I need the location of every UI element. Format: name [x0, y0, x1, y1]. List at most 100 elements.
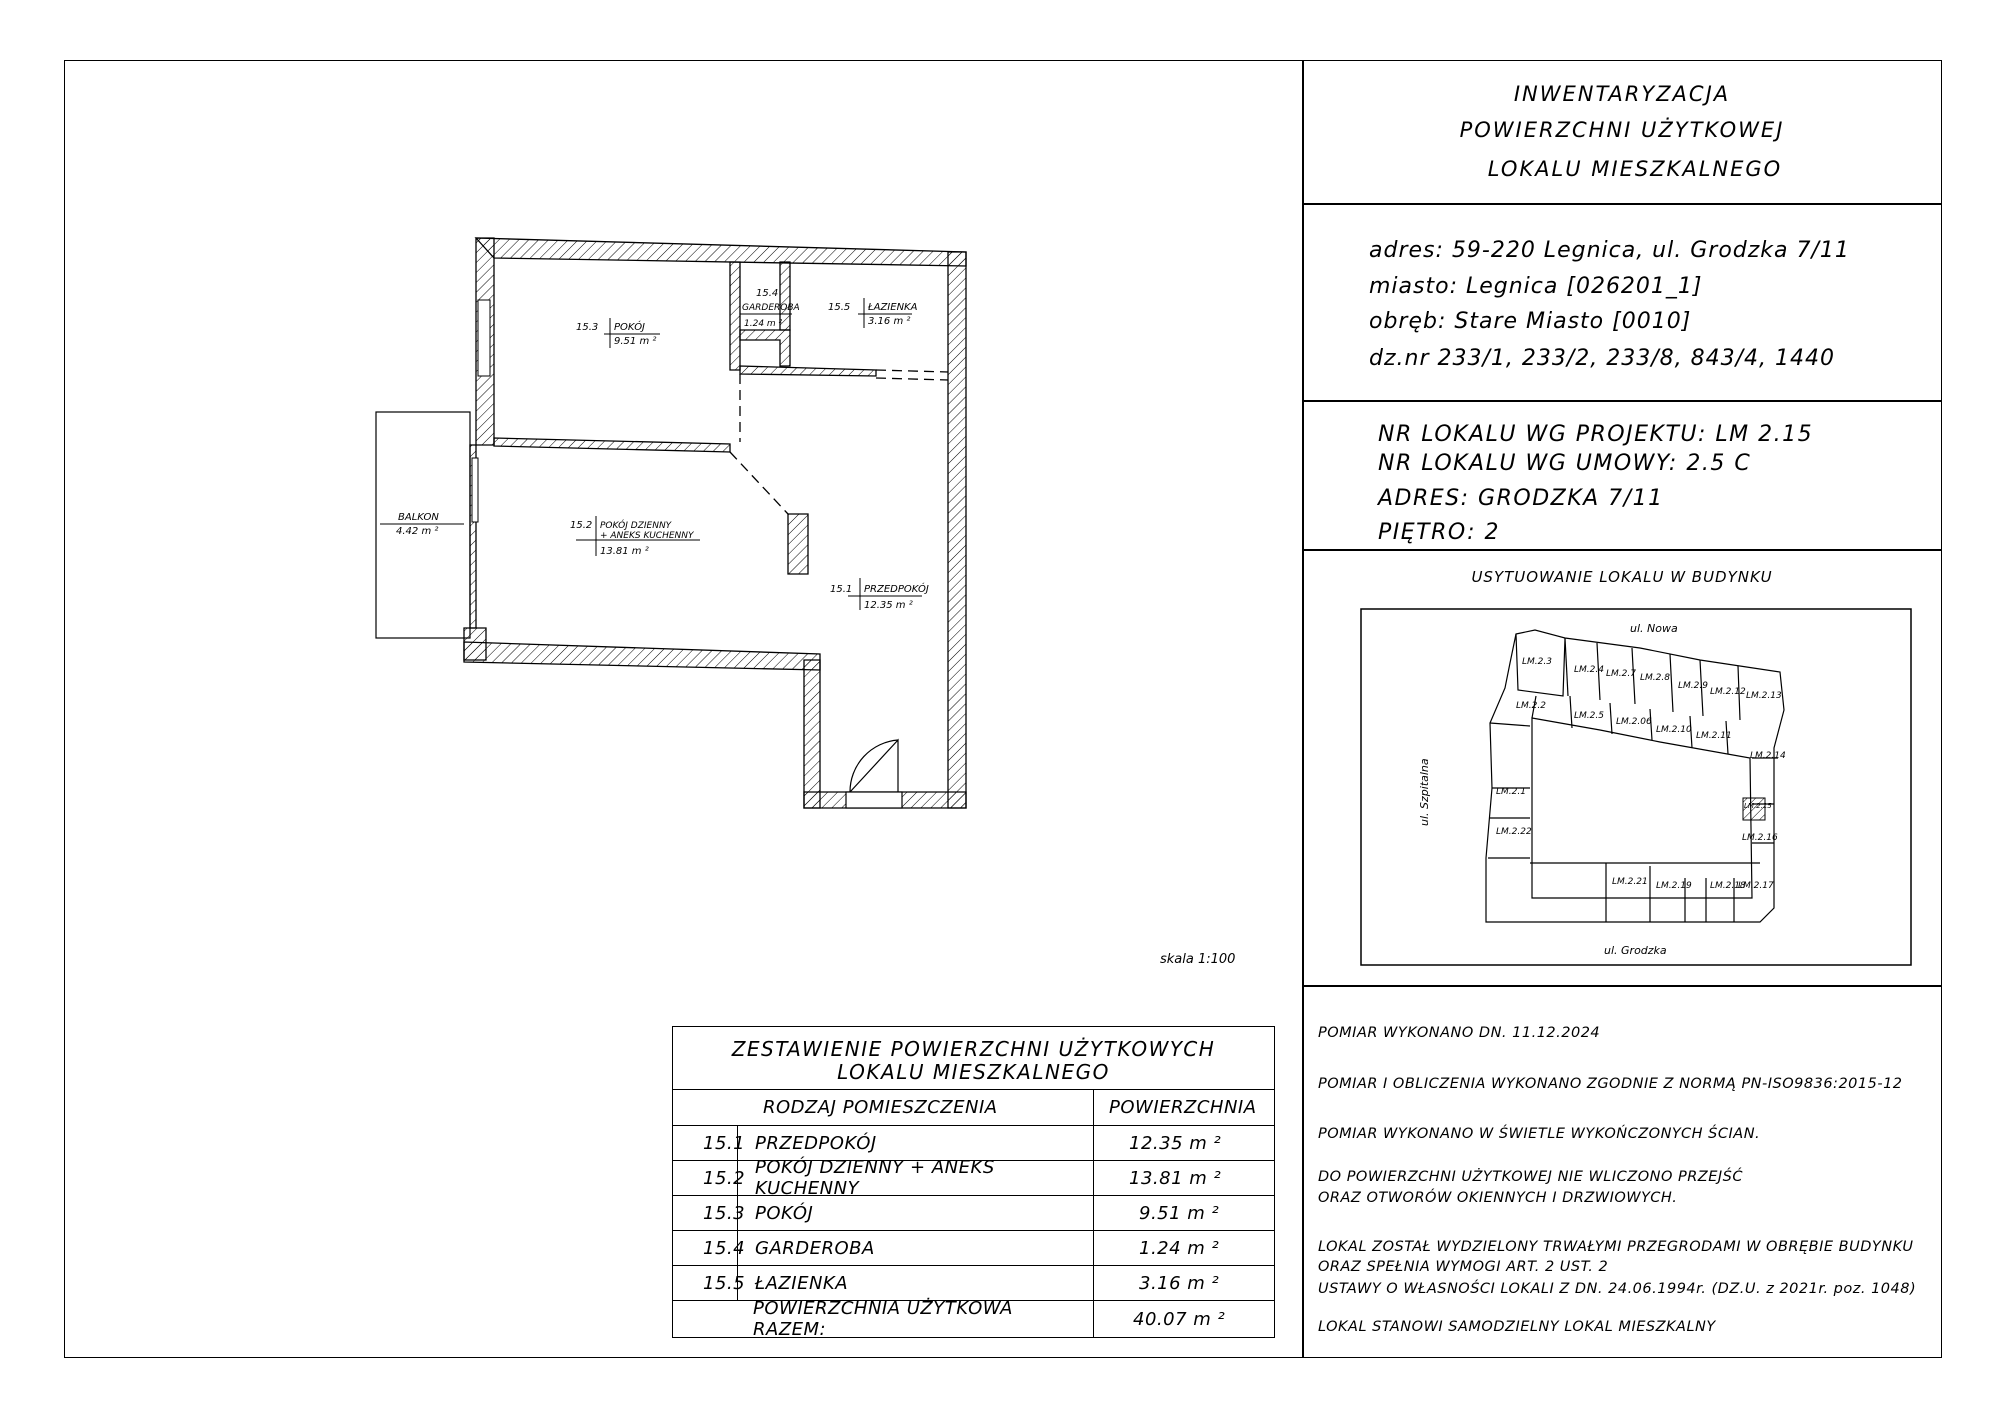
table-row: 15.3 POKÓJ 9.51 m ²	[673, 1195, 1274, 1230]
street-top: ul. Nowa	[1630, 622, 1678, 635]
table-row: 15.1 PRZEDPOKÓJ 12.35 m ²	[673, 1125, 1274, 1160]
windows	[471, 299, 491, 523]
row-number: 15.3	[703, 1202, 746, 1224]
unit-label: LM.2.14	[1750, 751, 1786, 761]
title-line-3: LOKALU MIESZKALNEGO	[1487, 157, 1783, 181]
row-area: 9.51 m ²	[1139, 1202, 1220, 1224]
row-name: PRZEDPOKÓJ	[755, 1132, 877, 1154]
room-area: 9.51 m ²	[614, 336, 656, 347]
divider	[1302, 985, 1942, 987]
unit-contract-number: NR LOKALU WG UMOWY: 2.5 C	[1378, 451, 1752, 476]
unit-label: LM.2.7	[1606, 669, 1636, 679]
street-bottom: ul. Grodzka	[1604, 944, 1667, 957]
row-number: 15.4	[703, 1237, 746, 1259]
unit-label: LM.2.19	[1656, 881, 1692, 891]
row-name: GARDEROBA	[755, 1237, 875, 1259]
unit-label: LM.2.13	[1746, 691, 1782, 701]
room-number: 15.1	[830, 584, 852, 595]
table-title-1: ZESTAWIENIE POWIERZCHNI UŻYTKOWYCH	[731, 1037, 1216, 1061]
room-name: POKÓJ	[614, 320, 645, 333]
row-area: 12.35 m ²	[1129, 1132, 1222, 1154]
floor-plan: 15.3 POKÓJ 9.51 m ² 15.4 GARDEROBA 1.24 …	[375, 237, 967, 809]
row-area: 13.81 m ²	[1129, 1167, 1222, 1189]
title-line-1: INWENTARYZACJA	[1513, 82, 1731, 106]
row-number: 15.1	[703, 1132, 746, 1154]
scale-label: skala 1:100	[1160, 952, 1236, 967]
location-plan-border	[1360, 608, 1912, 966]
building-outline	[1485, 629, 1785, 923]
divider	[1302, 203, 1942, 205]
room-name: GARDEROBA	[742, 303, 800, 313]
unit-label: LM.2.15	[1744, 802, 1772, 810]
note: POMIAR WYKONANO DN. 11.12.2024	[1318, 1025, 1601, 1041]
table-row: 15.4 GARDEROBA 1.24 m ²	[673, 1230, 1274, 1265]
room-number: 15.2	[570, 520, 592, 531]
room-area: 13.81 m ²	[600, 546, 649, 557]
area-summary-table: ZESTAWIENIE POWIERZCHNI UŻYTKOWYCH LOKAL…	[672, 1026, 1275, 1340]
unit-label: LM.2.22	[1496, 827, 1532, 837]
unit-label: LM.2.3	[1522, 657, 1552, 667]
unit-label: LM.2.18	[1710, 881, 1746, 891]
unit-label: LM.2.10	[1656, 725, 1692, 735]
room-name: ŁAZIENKA	[867, 302, 918, 313]
col-header-room: RODZAJ POMIESZCZENIA	[763, 1097, 998, 1118]
street-left: ul. Szpitalna	[1418, 758, 1431, 826]
plots-line: dz.nr 233/1, 233/2, 233/8, 843/4, 1440	[1369, 346, 1836, 371]
unit-label: LM.2.11	[1696, 731, 1732, 741]
location-plan: ul. Nowa ul. Szpitalna ul. Grodzka LM.2.…	[1360, 608, 1912, 966]
unit-label: LM.2.17	[1738, 881, 1774, 891]
balcony-area: 4.42 m ²	[396, 526, 438, 537]
note: USTAWY O WŁASNOŚCI LOKALI Z DN. 24.06.19…	[1318, 1281, 1917, 1297]
row-name: POKÓJ	[755, 1202, 814, 1224]
room-name: POKÓJ DZIENNY	[600, 519, 673, 531]
unit-label: LM.2.21	[1612, 877, 1648, 887]
unit-label: LM.2.2	[1516, 701, 1546, 711]
room-area: 3.16 m ²	[868, 316, 910, 327]
title-line-2: POWIERZCHNI UŻYTKOWEJ	[1459, 118, 1785, 142]
divider	[1302, 549, 1942, 551]
col-header-area: POWIERZCHNIA	[1109, 1097, 1257, 1118]
table-row: 15.2 POKÓJ DZIENNY + ANEKS KUCHENNY 13.8…	[673, 1157, 1274, 1199]
row-name: ŁAZIENKA	[755, 1272, 849, 1294]
unit-label: LM.2.9	[1678, 681, 1708, 691]
row-number: 15.5	[703, 1272, 746, 1294]
note: LOKAL STANOWI SAMODZIELNY LOKAL MIESZKAL…	[1318, 1319, 1716, 1335]
entrance-door	[845, 738, 903, 809]
room-number: 15.4	[756, 288, 778, 299]
unit-label: LM.2.4	[1574, 665, 1604, 675]
table-header-row: RODZAJ POMIESZCZENIA POWIERZCHNIA	[673, 1089, 1274, 1125]
unit-label: LM.2.1	[1496, 787, 1526, 797]
table-title-2: LOKALU MIESZKALNEGO	[837, 1060, 1110, 1084]
note: POMIAR WYKONANO W ŚWIETLE WYKOŃCZONYCH Ś…	[1318, 1126, 1761, 1142]
unit-label: LM.2.12	[1710, 687, 1746, 697]
note: ORAZ OTWORÓW OKIENNYCH I DRZWIOWYCH.	[1318, 1190, 1678, 1206]
table-total-row: POWIERZCHNIA UŻYTKOWA RAZEM: 40.07 m ²	[673, 1298, 1274, 1340]
room-number: 15.3	[576, 322, 598, 333]
balcony-name: BALKON	[398, 512, 439, 523]
current-unit-highlight	[1742, 797, 1766, 821]
note: DO POWIERZCHNI UŻYTKOWEJ NIE WLICZONO PR…	[1318, 1169, 1744, 1185]
row-area: 3.16 m ²	[1139, 1272, 1220, 1294]
openings	[729, 369, 949, 515]
room-name-2: + ANEKS KUCHENNY	[600, 531, 695, 541]
room-number: 15.5	[828, 302, 850, 313]
drawing-frame	[64, 60, 1942, 1358]
row-number: 15.2	[703, 1167, 746, 1189]
table-row: 15.5 ŁAZIENKA 3.16 m ²	[673, 1265, 1274, 1300]
note: ORAZ SPEŁNIA WYMOGI ART. 2 UST. 2	[1318, 1259, 1609, 1275]
unit-project-number: NR LOKALU WG PROJEKTU: LM 2.15	[1378, 422, 1814, 447]
city-line: miasto: Legnica [026201_1]	[1369, 274, 1703, 299]
unit-label: LM.2.16	[1742, 833, 1778, 843]
unit-label: LM.2.06	[1616, 717, 1652, 727]
unit-floor: PIĘTRO: 2	[1378, 520, 1501, 545]
balcony-outline	[375, 411, 471, 639]
title-column-divider	[1302, 60, 1304, 1358]
room-area: 12.35 m ²	[864, 600, 913, 611]
total-value: 40.07 m ²	[1133, 1308, 1226, 1330]
unit-label: LM.2.5	[1574, 711, 1604, 721]
note: LOKAL ZOSTAŁ WYDZIELONY TRWAŁYMI PRZEGRO…	[1318, 1239, 1914, 1255]
room-name: PRZEDPOKÓJ	[864, 582, 929, 595]
precinct-line: obręb: Stare Miasto [0010]	[1369, 309, 1692, 334]
room-area: 1.24 m ²	[744, 319, 783, 329]
row-name: POKÓJ DZIENNY + ANEKS KUCHENNY	[755, 1157, 995, 1199]
